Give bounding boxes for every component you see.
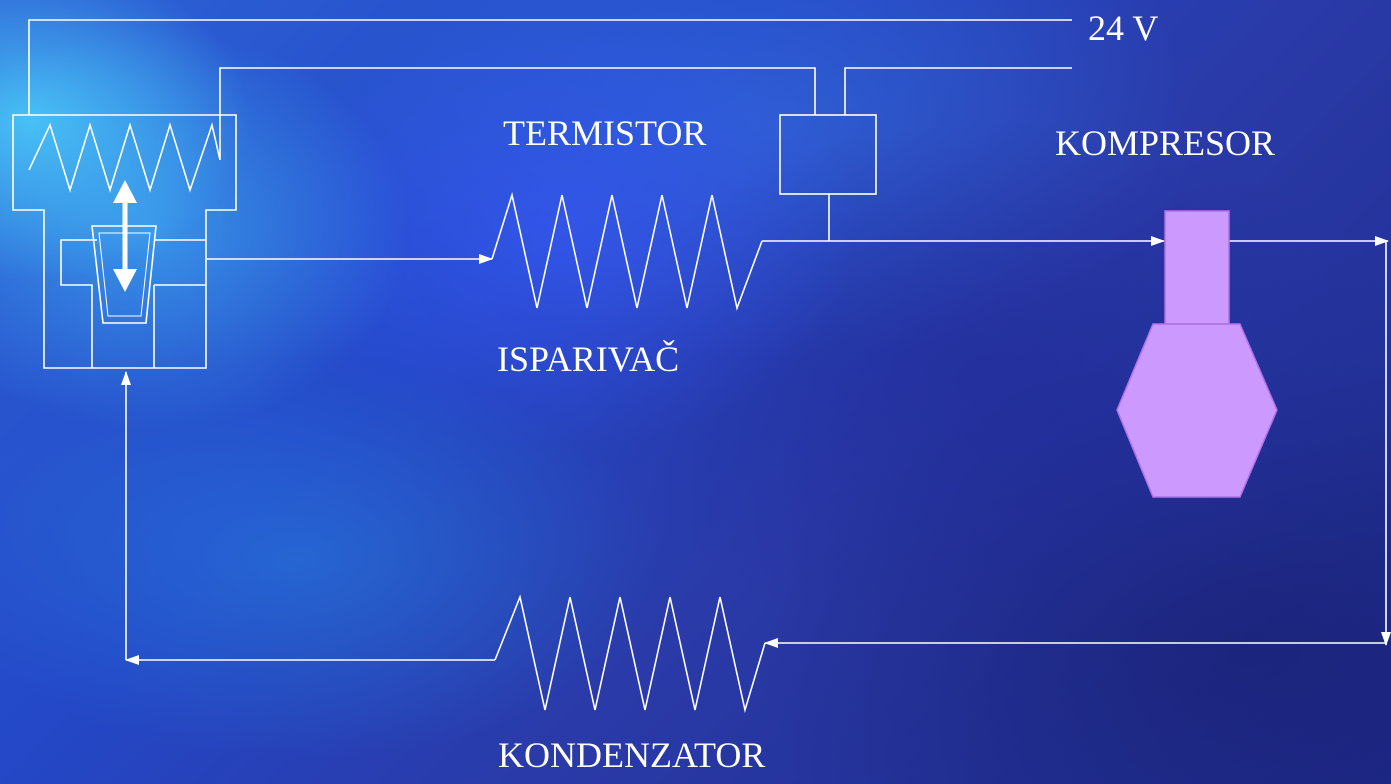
- supply-wire-valve: [219, 67, 816, 160]
- thermistor-box: [779, 114, 877, 195]
- evaporator-label: ISPARIVAČ: [497, 339, 680, 379]
- valve-needle-inner: [98, 232, 151, 317]
- compressor-head: [1164, 210, 1230, 325]
- compressor-label: KOMPRESOR: [1055, 123, 1276, 163]
- supply-wire-thermistor: [844, 67, 1072, 115]
- expansion-valve-body: [12, 114, 237, 369]
- valve-needle: [91, 225, 157, 324]
- condenser-label: KONDENZATOR: [498, 735, 766, 775]
- valve-motion-arrow: [113, 180, 137, 292]
- valve-heater-coil: [28, 122, 221, 193]
- thermistor-label: TERMISTOR: [503, 113, 707, 153]
- compressor: [1116, 210, 1278, 498]
- compressor-body: [1116, 323, 1278, 498]
- valve-inner-left-block: [60, 239, 97, 368]
- voltage-label: 24 V: [1088, 8, 1159, 48]
- condenser-coil: [494, 594, 766, 714]
- evaporator-coil: [491, 191, 763, 311]
- supply-wire-top: [28, 19, 1072, 115]
